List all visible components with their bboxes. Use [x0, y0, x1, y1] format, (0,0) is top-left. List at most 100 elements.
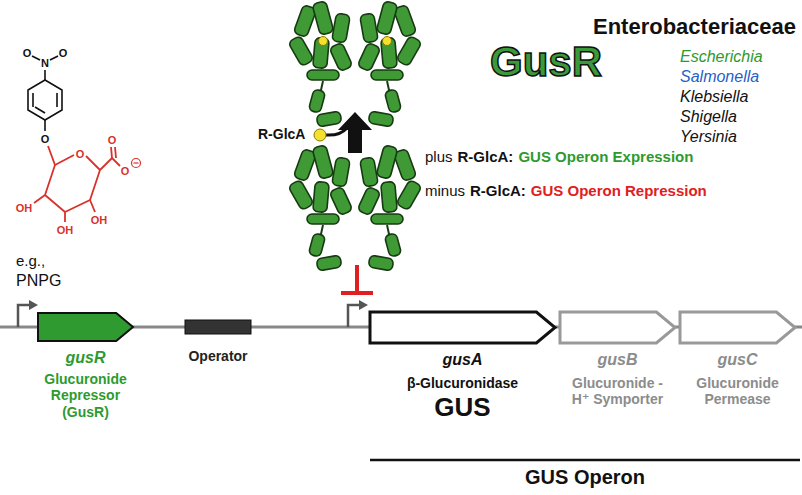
- operator-shape: [185, 320, 251, 334]
- helix: [332, 13, 351, 43]
- promoter-arrowhead: [359, 300, 368, 310]
- helix: [381, 37, 398, 68]
- repression-bar: [341, 291, 373, 295]
- helix: [307, 70, 339, 80]
- sentence-row: minus R-GlcA: GUS Operon Repression: [425, 182, 707, 199]
- helix: [384, 233, 401, 257]
- helix: [371, 70, 403, 80]
- helix: [313, 181, 330, 212]
- helix: [368, 255, 394, 271]
- gene-name: gusR: [28, 349, 144, 367]
- text-label: Klebsiella: [680, 88, 748, 106]
- gene-arrow-shape: [370, 312, 555, 343]
- gusr-tetramer-bound: [288, 1, 422, 127]
- operator-rect: [185, 320, 251, 334]
- gene-label: Glucuronide Permease: [686, 375, 790, 407]
- gene-label: β-Glucuronidase: [368, 375, 557, 391]
- atom-label: OH: [16, 202, 33, 215]
- text-label: GUS Operon Repression: [531, 182, 707, 199]
- text-label: Salmonella: [680, 68, 759, 86]
- gene-arrow-shape: [38, 313, 133, 341]
- helix: [376, 1, 398, 36]
- helix: [384, 89, 401, 113]
- text-label: Shigella: [680, 108, 737, 126]
- helix: [396, 35, 422, 66]
- gene-name: gusB: [568, 351, 667, 369]
- helix: [312, 1, 334, 36]
- gusr-tetramer-repressor: [288, 145, 422, 271]
- atom-label: N: [41, 57, 49, 70]
- helix: [313, 37, 330, 68]
- helix: [307, 214, 339, 224]
- helix: [371, 214, 403, 224]
- text-label: R-GlcA: [258, 126, 305, 142]
- sentence-row: plus R-GlcA:GUS Operon Expression: [425, 148, 693, 165]
- promoter-arrow: [348, 305, 360, 327]
- helix: [329, 42, 353, 71]
- gene-label: GUS: [368, 393, 557, 423]
- helix: [316, 255, 342, 271]
- text-label: R-GlcA:: [470, 182, 526, 199]
- helix: [357, 42, 381, 71]
- atom-label: O: [76, 148, 85, 161]
- repressor-gene: gusR Glucuronide Repressor (GusR): [28, 313, 144, 420]
- gene-arrow: gusA β-GlucuronidaseGUS: [368, 312, 557, 423]
- gene-arrow-outline: [680, 312, 795, 343]
- gene-label: Glucuronide Repressor (GusR): [28, 371, 144, 419]
- gene-name: gusA: [368, 351, 557, 369]
- text-label: GUS Operon: [525, 466, 645, 489]
- helix: [376, 145, 398, 180]
- text-label: GUS Operon Expression: [518, 148, 693, 165]
- text-label: R-GlcA:: [458, 148, 514, 165]
- helix: [396, 179, 422, 210]
- text-label: Escherichia: [680, 48, 763, 66]
- atom-label: OH: [57, 224, 74, 237]
- operon-line: [370, 459, 800, 462]
- text-label: PNPG: [16, 272, 61, 290]
- helix: [357, 186, 381, 215]
- text-label: minus: [425, 182, 465, 199]
- text-label: Enterobacteriaceae: [593, 14, 796, 39]
- gene-arrow-shape: [560, 312, 675, 343]
- atom-label: OH: [91, 214, 108, 227]
- helix: [332, 157, 351, 187]
- atom-label: O: [41, 133, 50, 146]
- gene-name: gusC: [686, 351, 790, 369]
- gene-name: Operator: [171, 348, 265, 364]
- bound-ligand: [319, 37, 328, 46]
- text-label: Yersinia: [680, 128, 737, 146]
- helix: [288, 179, 314, 210]
- gene-arrow: gusC Glucuronide Permease: [680, 312, 795, 408]
- atom-label: O: [108, 134, 117, 147]
- repression-line: [355, 265, 359, 293]
- promoter-arrowhead: [29, 300, 38, 310]
- gene-label: Glucuronide -H⁺ Symporter: [568, 375, 667, 407]
- text-label: plus: [425, 148, 453, 165]
- helix: [360, 13, 379, 43]
- ligand-dot: [314, 129, 326, 141]
- helix: [308, 233, 325, 257]
- gusr-monomer: [288, 145, 353, 271]
- gene-arrow-shape: [680, 312, 795, 343]
- gusr-monomer: [357, 1, 422, 127]
- gene-arrow-outline: [370, 312, 555, 343]
- text-label: e.g.,: [16, 252, 45, 269]
- helix: [329, 186, 353, 215]
- helix: [368, 111, 394, 127]
- text-label: GusR: [490, 38, 602, 86]
- bound-ligand: [383, 37, 392, 46]
- gusr-monomer: [357, 145, 422, 271]
- operator-box: Operator: [171, 320, 265, 364]
- helix: [288, 35, 314, 66]
- gusr-monomer: [288, 1, 353, 127]
- gene-arrow-outline: [38, 313, 133, 341]
- helix: [308, 89, 325, 113]
- gene-arrow: gusB Glucuronide -H⁺ Symporter: [560, 312, 675, 408]
- helix: [312, 145, 334, 180]
- atom-label: O: [59, 47, 68, 60]
- atom-label: O: [121, 165, 130, 178]
- promoter-arrow: [18, 305, 30, 327]
- ligand-curve: [326, 128, 347, 135]
- helix: [381, 181, 398, 212]
